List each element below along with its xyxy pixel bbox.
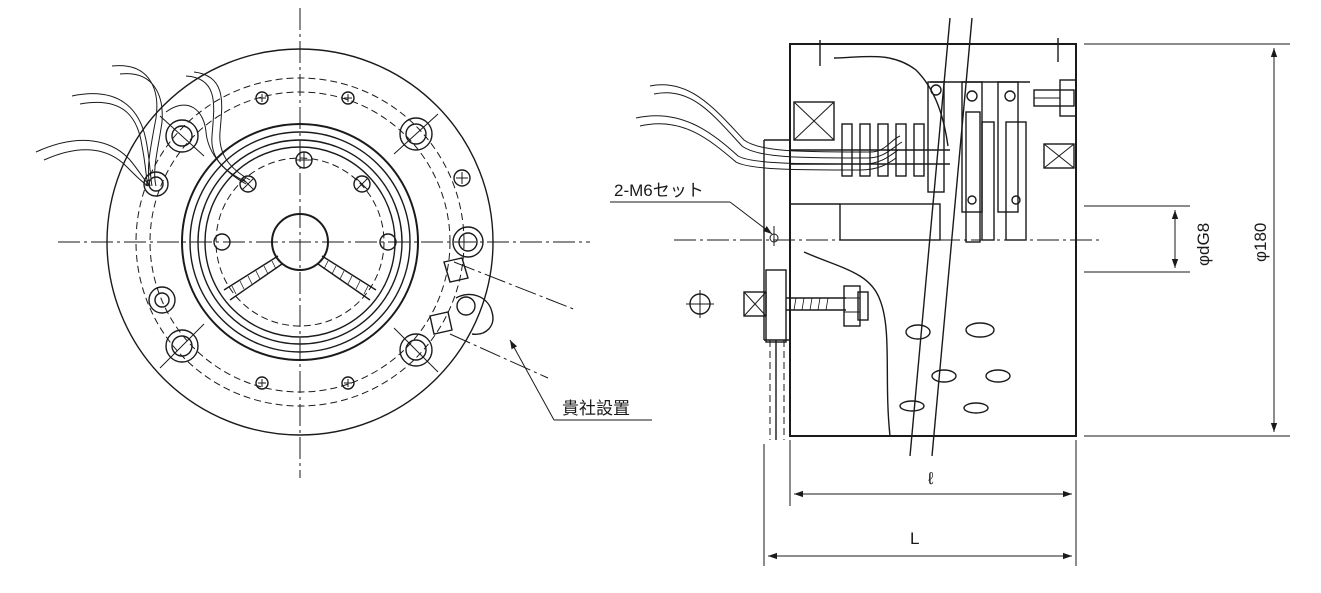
inner-bolt-circle <box>149 91 451 393</box>
slip-ring-assembly <box>927 81 1030 243</box>
outer-dimension: φ180 <box>1084 43 1290 437</box>
bore-dimension-label: φdG8 <box>1194 223 1213 266</box>
cooling-fins <box>841 123 925 177</box>
set-screw-callout: 2-M6セット <box>610 181 773 235</box>
customer-install-label: 貴社設置 <box>562 399 630 418</box>
hub-outer-circle <box>181 123 419 361</box>
cutaway-outline-top <box>833 55 949 147</box>
vent-holes <box>899 322 1011 414</box>
bore-dimension: φdG8 <box>1084 205 1213 273</box>
set-screw-label: 2-M6セット <box>614 181 704 200</box>
outer-flange-circle <box>106 48 494 436</box>
bore-circle <box>271 213 329 271</box>
length-L-dimension: L <box>763 444 1072 566</box>
cutaway-outline-bottom <box>803 251 891 437</box>
set-screw-marker <box>769 226 779 246</box>
side-lead-wires <box>635 84 903 171</box>
shaft-line-left <box>909 17 951 457</box>
length-l-label: ℓ <box>927 469 934 488</box>
outer-dimension-label: φ180 <box>1251 223 1270 262</box>
side-view: 2-M6セット φdG8 φ180 ℓ L <box>610 17 1290 566</box>
hub-bolt-circle <box>215 157 385 327</box>
shaft-line-right <box>931 17 973 457</box>
length-L-label: L <box>910 529 919 548</box>
mounting-bolts <box>143 113 484 373</box>
spoke-hatching <box>223 255 377 301</box>
customer-install-callout: 貴社設置 <box>509 339 652 421</box>
hub-ring-3 <box>204 146 396 338</box>
inner-hub <box>839 203 941 241</box>
customer-bracket <box>429 257 577 379</box>
right-bolt-block <box>1043 143 1075 169</box>
length-l-dimension: ℓ <box>789 440 1077 566</box>
lead-wires <box>35 65 251 187</box>
hub-ring-2 <box>197 139 403 345</box>
front-view: 貴社設置 <box>35 8 652 478</box>
housing-outline <box>789 43 1077 437</box>
small-screws <box>255 91 471 390</box>
lower-bolt <box>686 269 869 343</box>
bolt-circle <box>135 77 465 407</box>
top-flange-block <box>793 101 835 141</box>
hub-ring-1 <box>189 131 411 353</box>
hub-holes <box>213 151 397 251</box>
